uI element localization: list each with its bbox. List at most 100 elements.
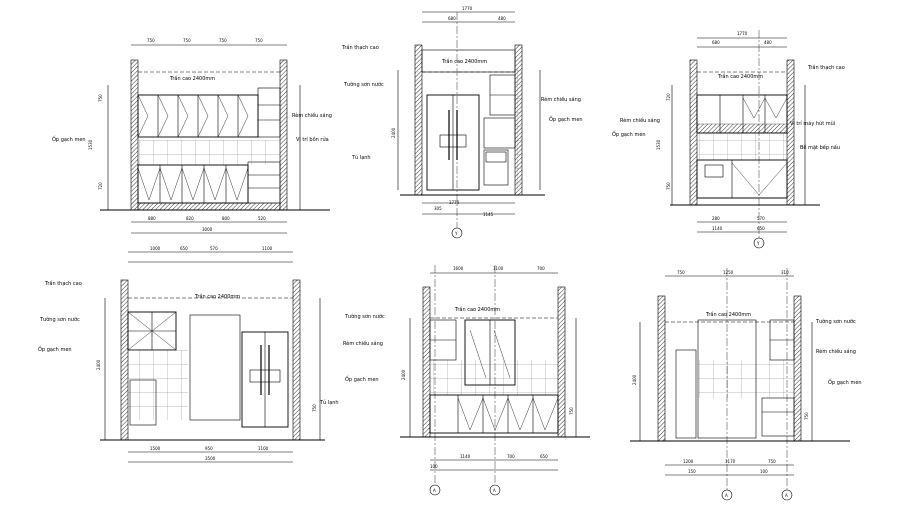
e6-note-right-0: Tường sơn nước	[815, 318, 856, 325]
e1-dim-top-2: 750	[219, 38, 227, 43]
e1-ceiling-label: Trần cao 2400mm	[169, 74, 215, 82]
e1-note-right-1: Vị trí bồn rửa	[296, 135, 329, 143]
e5-dim-bottom-1: 1140	[460, 454, 471, 459]
e3-ceiling-label: Trần cao 2400mm	[717, 72, 763, 80]
e2-dim-top-2: 480	[498, 16, 506, 21]
e1-dim-total: 3000	[202, 227, 213, 232]
e4-note-left-1: Tường sơn nước	[39, 316, 80, 323]
e5-note-left-0: Tường sơn nước	[344, 313, 385, 320]
e5-dim-top-2: 700	[537, 266, 545, 271]
e1-note-right-0: Rèm chiếu sáng	[292, 112, 332, 119]
e3-dim-top-0: 1770	[737, 31, 748, 36]
elevation-5: 1600 1100 700 100 1140 700 650 A A Trần …	[343, 265, 590, 496]
e6-dim-top-0: 750	[677, 270, 685, 275]
e3-marker-label: Y	[756, 241, 760, 246]
e4-vdim-1: 750	[312, 404, 317, 412]
e3-note-right-1: Vị trí máy hút mùi	[790, 120, 835, 127]
e1-vdim-1: 1530	[88, 139, 93, 150]
e6-marker-label-0: A	[725, 493, 728, 498]
elevation-6: 750 1250 310 1200 1170 750 150 100 A A T…	[630, 268, 862, 501]
e2-section-marker	[451, 227, 463, 239]
e5-dim-top-1: 1100	[493, 266, 504, 271]
e1-dim-bottom-0: 880	[148, 216, 156, 221]
fridge	[426, 94, 480, 191]
e3-vdim-2: 750	[666, 182, 671, 190]
e3-dim-bottom-1: 650	[757, 226, 765, 231]
e5-note-left-1: Rèm chiếu sáng	[343, 340, 383, 347]
e6-dim-bottom-2: 750	[768, 459, 776, 464]
e6-note-right-1: Rèm chiếu sáng	[816, 348, 856, 355]
e4-ceiling-label: Trần cao 2400mm	[194, 292, 240, 300]
e5-section-marker-a1	[429, 484, 441, 496]
e2-dim-top-0: 1770	[462, 6, 473, 11]
e1-vdim-0: 750	[98, 94, 103, 102]
e5-vdim-0: 2400	[401, 369, 406, 380]
e3-note-right-0: Trần thạch cao	[807, 63, 845, 71]
elevation-2: 1770 680 480 305 1770 1145 Y Trần cao 24…	[341, 6, 583, 239]
e5-section-marker-a2	[489, 484, 501, 496]
e4-dim-bottom-0: 1500	[150, 446, 161, 451]
e6-section-marker-a2	[781, 489, 793, 501]
e6-dim-bottom2-0: 150	[688, 469, 696, 474]
e3-dim-bottom2-1: 570	[757, 216, 765, 221]
e6-dim-top-1: 1250	[723, 270, 734, 275]
e1-top-dims: 750 750 750 750	[147, 38, 263, 43]
e1-dim-bottom-2: 800	[222, 216, 230, 221]
e1-vdim-2: 720	[98, 182, 103, 190]
e4-note-right-0: Tủ lạnh	[319, 399, 339, 406]
e6-vdim-0: 2400	[632, 374, 637, 385]
e5-dim-bottom-3: 650	[540, 454, 548, 459]
e2-vdim-0: 2400	[391, 127, 396, 138]
e4-dim-bottom-2: 1100	[258, 446, 269, 451]
e6-vdim-1: 750	[804, 412, 809, 420]
elevation-1: 750 750 750 750 880 820 800 520 3000 Trầ…	[52, 38, 332, 234]
e2-note-left-1: Tường sơn nước	[343, 81, 384, 88]
upper-cabinets	[137, 87, 281, 138]
base-cabinets	[137, 161, 281, 211]
e2-note-left-0: Trần thạch cao	[341, 43, 379, 51]
e1-dim-top-0: 750	[147, 38, 155, 43]
e6-dim-bottom-0: 1200	[683, 459, 694, 464]
e5-dim-bottom-2: 700	[507, 454, 515, 459]
e5-ceiling-label: Trần cao 2400mm	[454, 305, 500, 313]
e5-dim-top-0: 1600	[453, 266, 464, 271]
e3-note-left-0: Rèm chiếu sáng	[620, 117, 660, 124]
e1-dim-top-1: 750	[183, 38, 191, 43]
wall-left	[130, 59, 139, 211]
e5-marker-label-0: A	[433, 488, 436, 493]
e5-vdim-1: 750	[569, 407, 574, 415]
e3-dim-bottom2-0: 280	[712, 216, 720, 221]
e4-dim-top-3: 1100	[262, 246, 273, 251]
elevation-4: 1000 650 570 1100 1500 950 1100 3500 Trầ…	[38, 246, 339, 463]
e1-note-left-0: Ốp gạch men	[52, 135, 86, 143]
fridge-2	[241, 331, 289, 428]
e3-note-left-1: Ốp gạch men	[612, 130, 646, 138]
e2-dim-bottom-0: 305	[434, 206, 442, 211]
e2-ceiling-label: Trần cao 2400mm	[441, 57, 487, 65]
wall-right	[279, 59, 288, 211]
e1-dim-bottom-1: 820	[186, 216, 194, 221]
e4-dim-total: 3500	[205, 456, 216, 461]
e2-dim-bottom-1: 1770	[449, 200, 460, 205]
e5-dim-bottom-0: 100	[430, 464, 438, 469]
e2-note-right-0: Rèm chiếu sáng	[541, 96, 581, 103]
elevation-3: 1770 680 480 280 570 1140 650 Y Trần cao…	[612, 30, 845, 249]
e1-dim-top-3: 750	[255, 38, 263, 43]
e3-dim-bottom-0: 1140	[712, 226, 723, 231]
e3-section-marker	[753, 237, 765, 249]
e4-dim-top-2: 570	[210, 246, 218, 251]
e6-section-marker-a1	[721, 489, 733, 501]
e3-note-right-2: Bề mặt bếp nấu	[800, 143, 840, 151]
e6-dim-bottom2-1: 100	[760, 469, 768, 474]
e1-dim-bottom-3: 520	[258, 216, 266, 221]
e6-dim-top-2: 310	[781, 270, 789, 275]
e3-dim-top-1: 680	[712, 40, 720, 45]
e6-marker-label-1: A	[785, 493, 788, 498]
e3-vdim-0: 720	[666, 93, 671, 101]
e4-note-left-2: Ốp gạch men	[38, 345, 72, 353]
e2-dim-top-1: 680	[448, 16, 456, 21]
e6-dim-bottom-1: 1170	[725, 459, 736, 464]
e4-dim-bottom-1: 950	[205, 446, 213, 451]
e6-ceiling-label: Trần cao 2400mm	[705, 310, 751, 318]
